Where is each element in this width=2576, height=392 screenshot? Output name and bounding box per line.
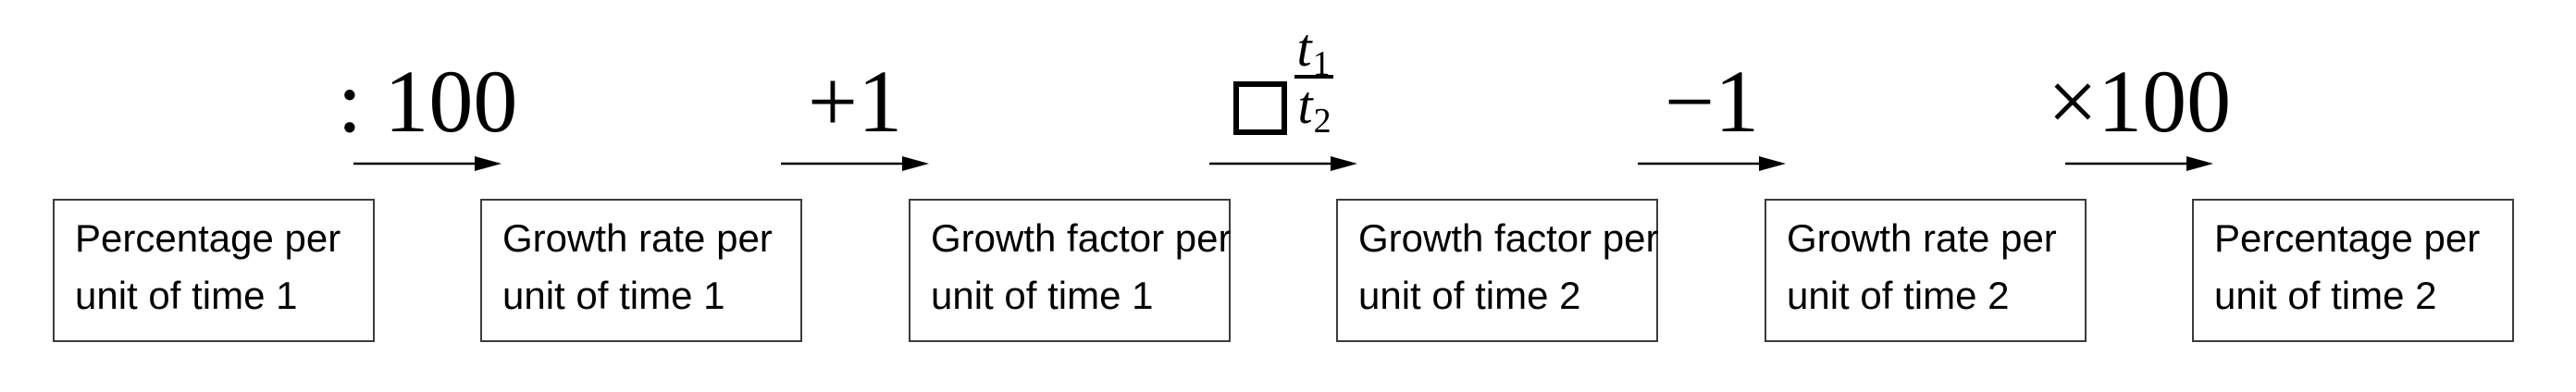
arrow-right-icon	[781, 156, 929, 171]
stage-box-line-1: Growth factor per	[1358, 216, 1659, 260]
stage-box-line-2: unit of time 2	[2214, 274, 2437, 317]
operation-multiply-by-100: ×100	[2019, 0, 2260, 185]
arrow-right-icon	[2065, 156, 2213, 171]
stage-box-percentage-time-1: Percentage per unit of time 1	[53, 199, 375, 342]
operation-label: ×100	[2047, 52, 2232, 151]
exponent-fraction: t1 t2	[1294, 21, 1333, 141]
fraction-numerator: t1	[1294, 21, 1333, 81]
arrow-right-icon	[353, 156, 502, 171]
operation-power-t1-over-t2: t1 t2	[1163, 0, 1404, 185]
arrow-right-icon	[1638, 156, 1786, 171]
operation-label: t1 t2	[1163, 0, 1404, 146]
stage-box-line-1: Growth rate per	[502, 216, 773, 260]
stage-box-line-2: unit of time 2	[1787, 274, 2010, 317]
stage-box-line-2: unit of time 1	[75, 274, 298, 317]
operation-subtract-one: −1	[1591, 0, 1832, 185]
operation-label: −1	[1664, 52, 1760, 151]
square-outline-icon	[1233, 81, 1288, 135]
stage-box-line-2: unit of time 1	[931, 274, 1154, 317]
stage-box-growth-factor-time-2: Growth factor per unit of time 2	[1336, 199, 1658, 342]
stage-box-line-1: Percentage per	[2214, 216, 2481, 260]
fraction-denominator: t2	[1297, 74, 1331, 141]
stage-box-line-2: unit of time 2	[1358, 274, 1581, 317]
arrow-right-icon	[1209, 156, 1357, 171]
operation-label: +1	[807, 52, 903, 151]
operation-divide-by-100: : 100	[307, 0, 548, 185]
stage-box-growth-rate-time-1: Growth rate per unit of time 1	[480, 199, 802, 342]
stage-box-growth-rate-time-2: Growth rate per unit of time 2	[1765, 199, 2087, 342]
stage-box-percentage-time-2: Percentage per unit of time 2	[2192, 199, 2514, 342]
stage-box-line-1: Growth factor per	[931, 216, 1232, 260]
stage-box-growth-factor-time-1: Growth factor per unit of time 1	[909, 199, 1231, 342]
operation-add-one: +1	[735, 0, 975, 185]
stage-box-line-1: Growth rate per	[1787, 216, 2057, 260]
operation-label: : 100	[337, 52, 518, 151]
stage-box-line-2: unit of time 1	[502, 274, 725, 317]
stage-box-line-1: Percentage per	[75, 216, 341, 260]
